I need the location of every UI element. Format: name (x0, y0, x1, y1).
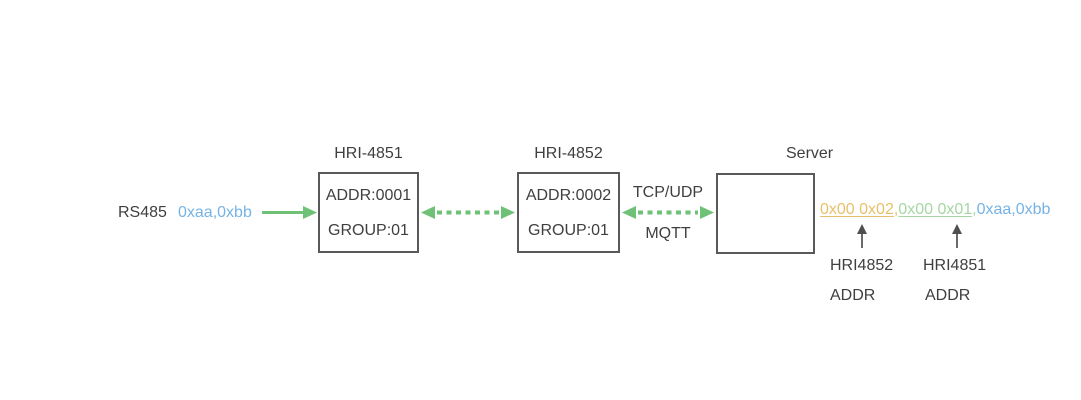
link1-right-head (501, 206, 515, 219)
server-title: Server (786, 145, 834, 162)
rs485-payload: 0xaa,0xbb (178, 204, 252, 221)
device1-box: ADDR:0001 GROUP:01 (318, 172, 419, 253)
link1-left-head (421, 206, 435, 219)
hri4852-addr-pointer-icon (857, 224, 867, 248)
link-4851-4852-arrow-icon (421, 206, 515, 219)
callout-right-device: HRI4851 (923, 257, 987, 274)
rs485-arrow-head (303, 206, 317, 219)
packet-string: 0x00 0x02,0x00 0x01,0xaa,0xbb (820, 200, 1050, 219)
link2-right-head (700, 206, 714, 219)
hri4851-addr-pointer-icon (952, 224, 962, 248)
rs485-arrow-icon (262, 206, 317, 219)
callout-left-addr: ADDR (830, 287, 876, 304)
device2-addr: ADDR:0002 (525, 186, 612, 204)
link2-left-head (622, 206, 636, 219)
device1-group: GROUP:01 (328, 221, 409, 239)
rs485-label: RS485 (118, 204, 167, 221)
server-box (716, 173, 815, 254)
link-protocol-top: TCP/UDP (632, 184, 704, 201)
device1-title: HRI-4851 (334, 145, 403, 162)
pointer2-head (952, 224, 962, 234)
link-protocol-bottom: MQTT (645, 225, 691, 242)
device1-addr: ADDR:0001 (325, 186, 412, 204)
pointer1-head (857, 224, 867, 234)
device2-group: GROUP:01 (528, 221, 609, 239)
link-4852-server-arrow-icon (622, 206, 714, 219)
packet-payload: 0xaa,0xbb (976, 201, 1051, 218)
device2-box: ADDR:0002 GROUP:01 (517, 172, 620, 253)
packet-separator-2: , (972, 201, 977, 218)
callout-left-device: HRI4852 (830, 257, 894, 274)
packet-hri4852-addr: 0x00 0x02 (820, 201, 894, 218)
packet-hri4851-addr: 0x00 0x01 (898, 201, 973, 218)
device2-title: HRI-4852 (534, 145, 603, 162)
callout-right-addr: ADDR (925, 287, 971, 304)
packet-separator-1: , (893, 201, 899, 218)
